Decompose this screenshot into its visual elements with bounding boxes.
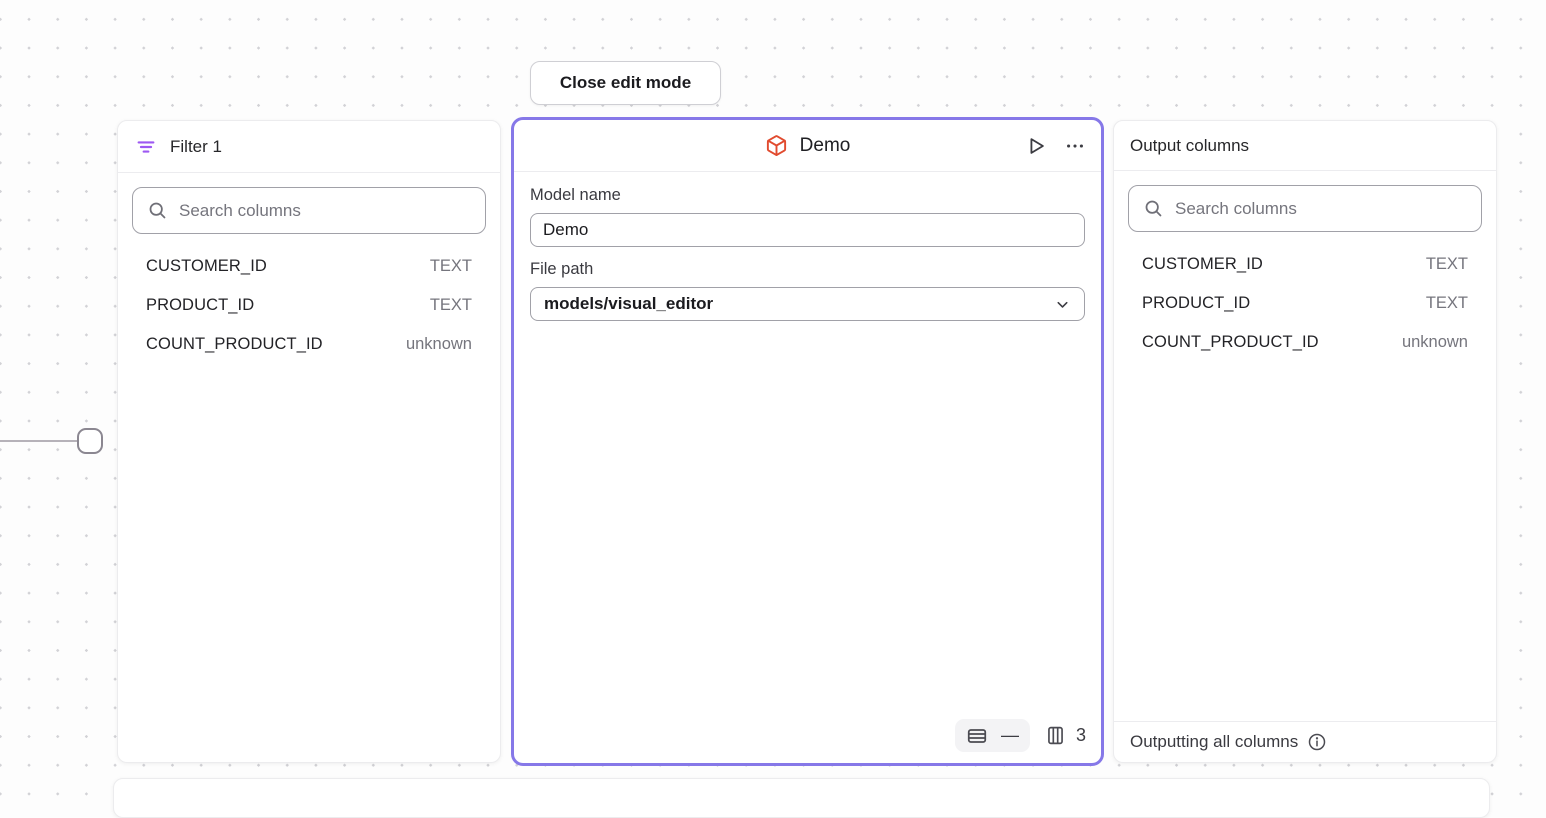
filter-column-list: CUSTOMER_ID TEXT PRODUCT_ID TEXT COUNT_P… (132, 247, 486, 364)
more-options-button[interactable] (1064, 135, 1086, 157)
column-name: COUNT_PRODUCT_ID (1142, 333, 1319, 351)
column-row[interactable]: COUNT_PRODUCT_ID unknown (1128, 323, 1482, 362)
column-name: CUSTOMER_ID (146, 257, 267, 275)
filter-search-box[interactable] (132, 187, 486, 234)
output-panel-header: Output columns (1114, 121, 1496, 171)
output-footer: Outputting all columns (1114, 721, 1496, 762)
search-icon (147, 200, 168, 221)
file-path-select[interactable]: models/visual_editor (530, 287, 1085, 321)
model-panel-header: Demo (514, 120, 1101, 172)
column-name: CUSTOMER_ID (1142, 255, 1263, 273)
model-node-panel-selected[interactable]: Demo Model name File path (511, 117, 1104, 766)
column-type: TEXT (429, 296, 472, 314)
column-row[interactable]: CUSTOMER_ID TEXT (1128, 245, 1482, 284)
column-type: TEXT (1425, 294, 1468, 312)
output-columns-panel[interactable]: Output columns CUSTOMER_ID TEXT PRODUCT_… (1113, 120, 1497, 763)
column-row[interactable]: CUSTOMER_ID TEXT (132, 247, 486, 286)
filter-panel-title: Filter 1 (170, 136, 222, 156)
column-type: TEXT (1425, 255, 1468, 273)
column-name: PRODUCT_ID (1142, 294, 1251, 312)
column-row[interactable]: PRODUCT_ID TEXT (132, 286, 486, 325)
bottom-node-panel[interactable] (113, 778, 1490, 818)
search-icon (1143, 198, 1164, 219)
row-count-value: — (1000, 725, 1019, 745)
output-search-box[interactable] (1128, 185, 1482, 232)
edge-connector-line (0, 440, 79, 442)
output-panel-title: Output columns (1130, 135, 1250, 155)
output-search-input[interactable] (1175, 198, 1467, 219)
output-footer-text: Outputting all columns (1130, 732, 1299, 751)
column-name: PRODUCT_ID (146, 296, 255, 314)
column-count-stat[interactable]: 3 (1045, 725, 1086, 746)
filter-search-input[interactable] (179, 200, 471, 221)
column-type: unknown (1401, 333, 1468, 351)
close-edit-mode-button[interactable]: Close edit mode (530, 61, 721, 105)
column-row[interactable]: PRODUCT_ID TEXT (1128, 284, 1482, 323)
file-path-label: File path (530, 260, 594, 278)
column-name: COUNT_PRODUCT_ID (146, 335, 323, 353)
ellipsis-icon (1064, 135, 1086, 157)
filter-panel-header: Filter 1 (118, 121, 500, 173)
table-columns-icon (1045, 725, 1066, 746)
table-rows-icon (966, 725, 988, 747)
model-name-input[interactable] (530, 213, 1085, 247)
info-icon[interactable] (1307, 732, 1327, 752)
model-name-label: Model name (530, 186, 621, 204)
run-model-button[interactable] (1025, 135, 1047, 157)
filter-node-panel[interactable]: Filter 1 CUSTOMER_ID TEXT PRODUCT_ID TEX… (117, 120, 501, 763)
chevron-down-icon (1054, 296, 1071, 313)
file-path-value: models/visual_editor (544, 294, 714, 313)
output-column-list: CUSTOMER_ID TEXT PRODUCT_ID TEXT COUNT_P… (1128, 245, 1482, 362)
cube-icon (765, 134, 788, 157)
filter-icon (135, 136, 157, 158)
model-panel-title: Demo (799, 134, 851, 156)
column-type: TEXT (429, 257, 472, 275)
column-row[interactable]: COUNT_PRODUCT_ID unknown (132, 325, 486, 364)
row-count-stat[interactable]: — (954, 719, 1030, 752)
column-type: unknown (405, 335, 472, 353)
column-count-value: 3 (1075, 725, 1086, 745)
play-icon (1025, 135, 1047, 157)
model-stats-bar: — 3 (954, 719, 1086, 752)
edge-connector-handle[interactable] (77, 428, 103, 454)
